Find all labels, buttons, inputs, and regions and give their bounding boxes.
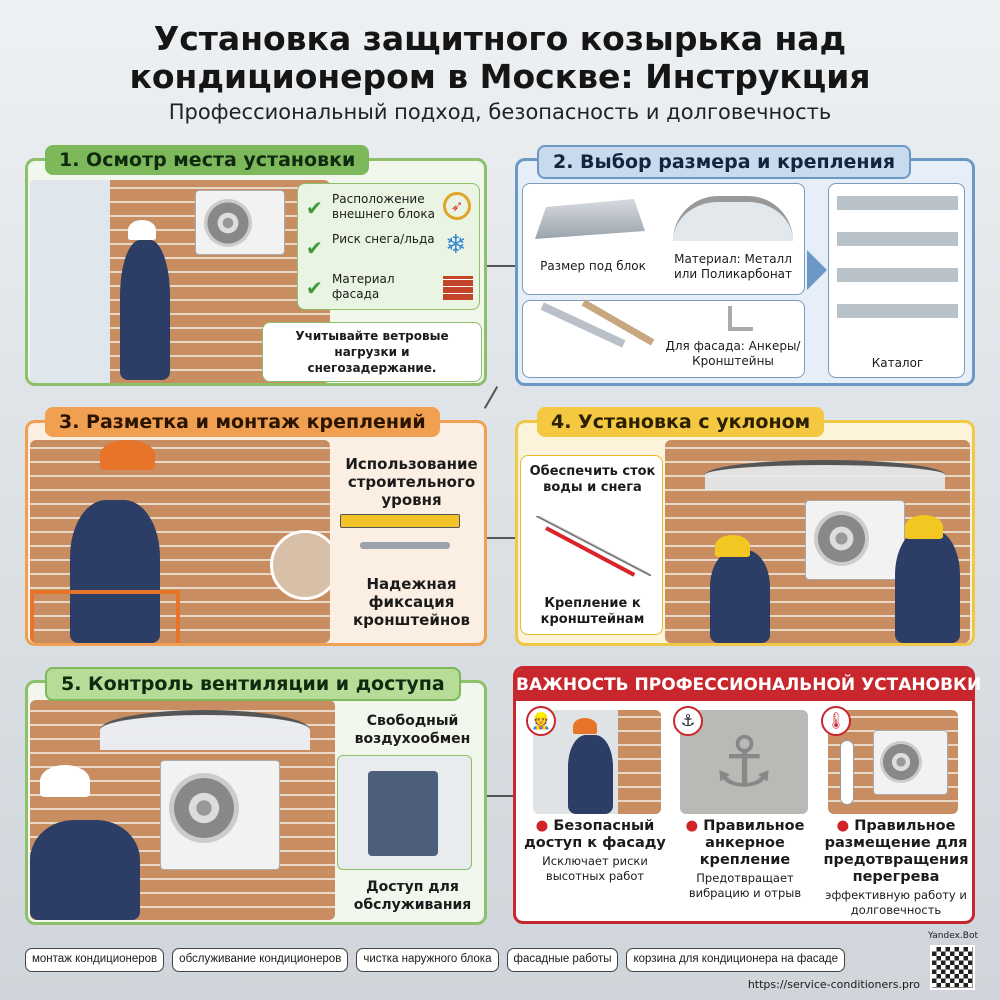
qr-code[interactable] <box>930 945 975 990</box>
site-url[interactable]: https://service-conditioners.pro <box>747 978 920 991</box>
step4-photo <box>665 440 970 643</box>
fasteners-box: Для фасада: Анкеры/Кронштейны <box>522 299 805 378</box>
step1-note: Учитывайте ветровые нагрузки и снегозаде… <box>262 322 482 382</box>
sky <box>30 180 110 383</box>
spirit-level-icon <box>340 514 460 528</box>
screw-closeup <box>270 530 330 600</box>
compass-icon: ➶ <box>443 192 471 220</box>
connector-arrow <box>483 386 499 409</box>
drain-label: Обеспечить сток воды и снега <box>529 464 656 495</box>
tag-link[interactable]: чистка наружного блока <box>356 948 499 972</box>
item-heading: Правильное размещение для предотвращения… <box>823 818 969 885</box>
ac-unit <box>195 190 285 255</box>
check-snow: Риск снега/льда <box>332 232 435 246</box>
brick-wall-icon <box>443 276 473 300</box>
helmet <box>128 220 156 240</box>
bullet-icon: ● <box>836 818 855 834</box>
service-inset-photo <box>337 755 472 870</box>
thermometer-icon: 🌡 <box>821 706 851 736</box>
fasteners-label: Для фасада: Анкеры/Кронштейны <box>665 339 801 368</box>
step3-title: 3. Разметка и монтаж креплений <box>45 407 440 437</box>
step3-photo <box>30 440 330 643</box>
snowflake-icicle-icon: ❄ <box>445 230 467 260</box>
check-icon: ✔ <box>306 196 323 220</box>
importance-item-1: ● Безопасный доступ к фасаду Исключает р… <box>520 818 670 884</box>
step5-title: 5. Контроль вентиляции и доступа <box>45 667 461 701</box>
tag-link[interactable]: корзина для кондиционера на фасаде <box>626 948 846 972</box>
material-label: Материал: Металл или Поликарбонат <box>673 252 793 281</box>
canopy <box>705 460 945 490</box>
size-label: Размер под блок <box>540 259 646 273</box>
arrow-right-icon <box>807 250 827 290</box>
level-label: Использование строительного уровня <box>345 455 478 509</box>
importance-photo-3 <box>828 710 958 814</box>
importance-item-2: ● Правильное анкерное крепление Предотвр… <box>670 818 820 901</box>
check-icon: ✔ <box>306 236 323 260</box>
metal-canopy <box>535 199 645 239</box>
helmet <box>100 440 155 470</box>
fixing-label: Надежная фиксация кронштейнов <box>352 575 471 629</box>
catalog-box[interactable]: Каталог <box>828 183 965 378</box>
tag-link[interactable]: монтаж кондиционеров <box>25 948 165 972</box>
step5-photo <box>30 700 335 920</box>
step1-checklist: ✔ Расположение внешнего блока ➶ ✔ Риск с… <box>297 183 480 310</box>
title-line-1: Установка защитного козырька над <box>153 19 847 58</box>
screw-icon <box>360 542 450 549</box>
check-icon: ✔ <box>306 276 323 300</box>
importance-photo-1 <box>533 710 661 814</box>
anchor-icon: ⚓ <box>673 706 703 736</box>
step4-title: 4. Установка с уклоном <box>537 407 825 437</box>
worker <box>120 240 170 380</box>
page-subtitle: Профессиональный подход, безопасность и … <box>168 100 832 124</box>
importance-item-3: ● Правильное размещение для предотвращен… <box>820 818 972 918</box>
check-location: Расположение внешнего блока <box>332 192 435 221</box>
check-facade: Материал фасада <box>332 272 395 301</box>
slope-diagram <box>536 516 651 576</box>
title-line-2: кондиционером в Москве: Инструкция <box>129 57 871 96</box>
worker-icon: 👷 <box>526 706 556 736</box>
item-text: Исключает риски высотных работ <box>542 854 648 883</box>
anchor-bolt <box>540 302 626 348</box>
item-text: Предотвращает вибрацию и отрыв <box>688 871 802 900</box>
item-heading: Правильное анкерное крепление <box>699 818 805 868</box>
tag-row: монтаж кондиционеров обслуживание кондиц… <box>25 948 917 972</box>
canopy-options: Размер под блок Материал: Металл или Пол… <box>522 183 805 295</box>
catalog-thumbnails <box>837 196 958 336</box>
catalog-label: Каталог <box>871 356 924 370</box>
item-text: эффективную работу и долговечность <box>825 888 967 917</box>
tag-link[interactable]: фасадные работы <box>506 948 619 972</box>
lift-basket <box>30 590 180 643</box>
bullet-icon: ● <box>685 818 704 834</box>
connector-arrow <box>487 795 513 797</box>
connector-arrow <box>487 537 515 539</box>
bracket <box>728 306 753 331</box>
step2-title: 2. Выбор размера и крепления <box>537 145 912 179</box>
airflow-label: Свободный воздухообмен <box>354 713 471 747</box>
importance-title: ВАЖНОСТЬ ПРОФЕССИОНАЛЬНОЙ УСТАНОВКИ <box>516 669 981 701</box>
item-heading: Безопасный доступ к фасаду <box>524 818 666 851</box>
service-label: Доступ для обслуживания <box>353 879 472 913</box>
tag-link[interactable]: обслуживание кондиционеров <box>172 948 349 972</box>
slope-inset: Обеспечить сток воды и снега Крепление к… <box>520 455 663 635</box>
connector-arrow <box>487 265 515 267</box>
bullet-icon: ● <box>535 818 554 834</box>
bracket-label: Крепление к кронштейнам <box>540 596 645 627</box>
polycarbonate-canopy <box>673 196 793 241</box>
qr-label: Yandex.Bot <box>928 931 978 941</box>
step1-title: 1. Осмотр места установки <box>45 145 370 175</box>
